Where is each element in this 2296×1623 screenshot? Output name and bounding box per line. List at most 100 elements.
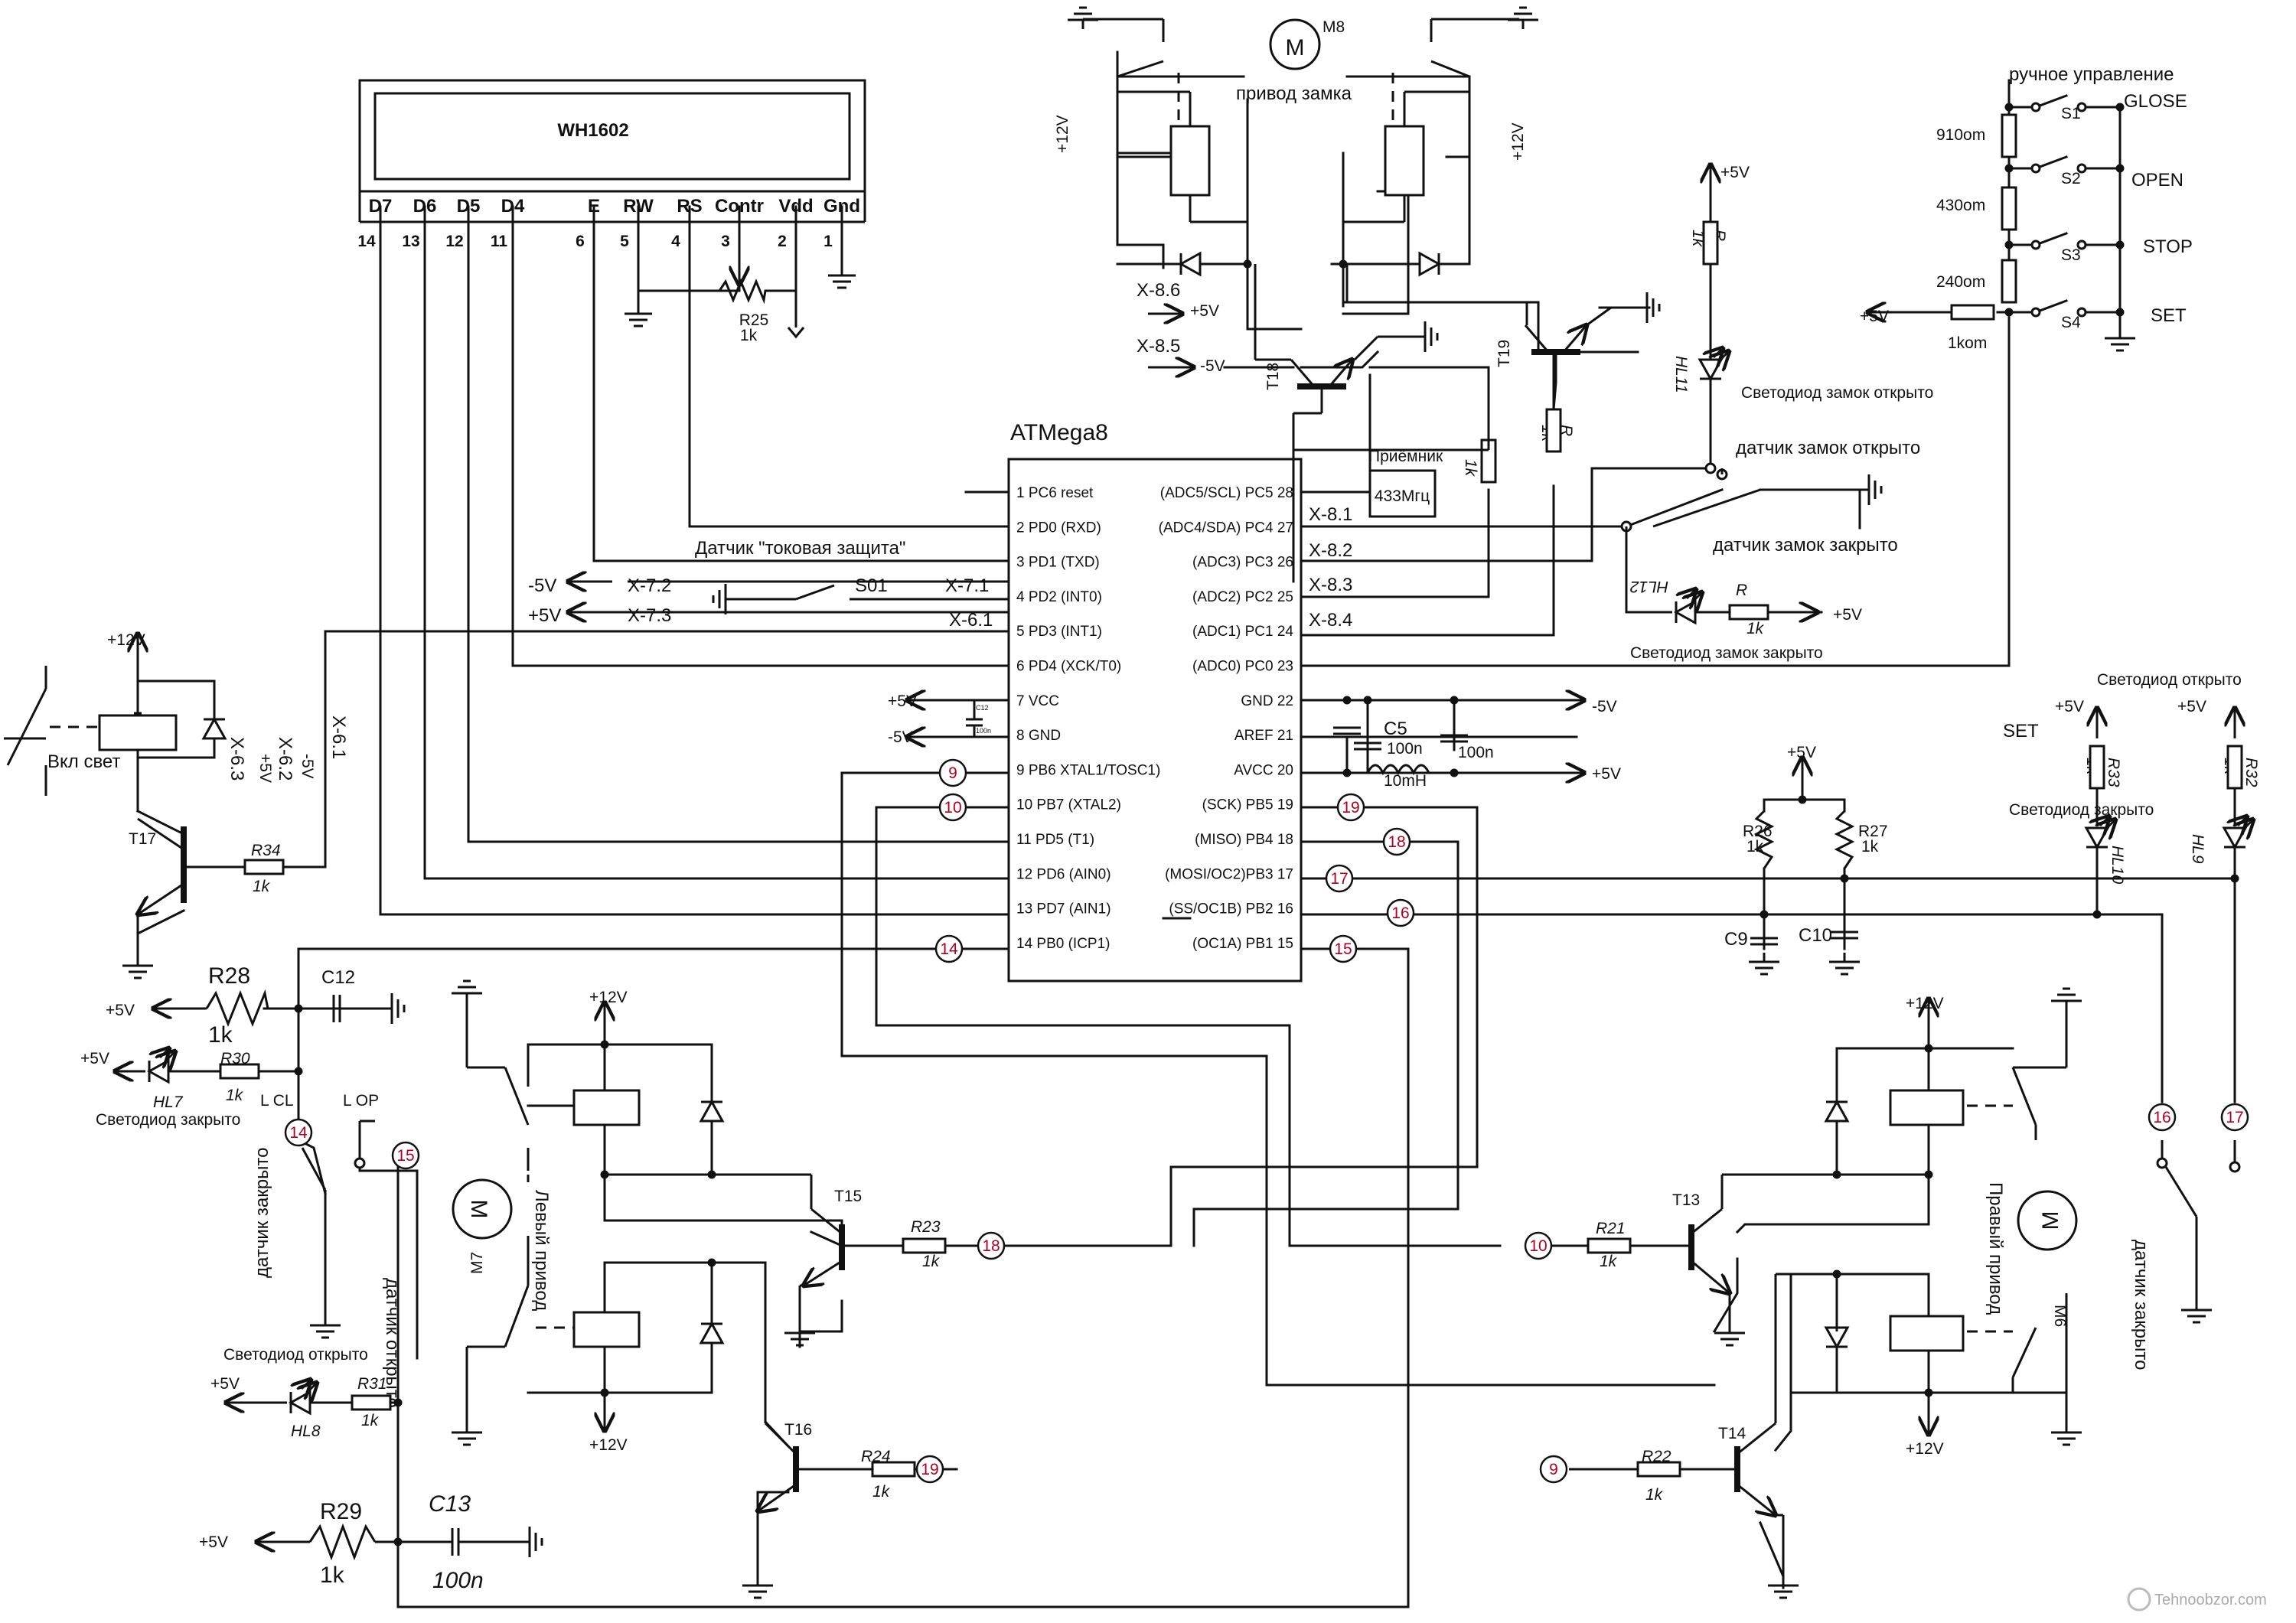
transistor-t19-collector xyxy=(1524,324,1550,353)
pot-r25: R25 1k xyxy=(625,260,856,344)
led-ray-icon xyxy=(308,1383,317,1392)
ground-icon xyxy=(1768,1576,1799,1599)
contact-point xyxy=(2156,1157,2168,1169)
junction-dot xyxy=(294,1067,303,1076)
switch-lock-closed-blade xyxy=(1652,488,1761,528)
mcu-right-pin-15: (OC1A) PB1 15 xyxy=(1192,936,1293,952)
label-r910-55: 910om xyxy=(1936,126,1985,144)
resistor-r30 xyxy=(219,1063,260,1080)
mcu-left-pin-9: 9 PB6 XTAL1/TOSC1) xyxy=(1016,762,1160,778)
receiver-433: Приёмник 433Мгц xyxy=(1368,448,1443,518)
label-k1-94: 1k xyxy=(226,1087,244,1104)
resistor-r24 xyxy=(871,1461,916,1478)
label-l10mh-45: 10mH xyxy=(1384,772,1427,790)
contact-point xyxy=(1704,462,1717,474)
ground-icon xyxy=(1749,953,1779,976)
ground-icon xyxy=(452,979,482,1002)
label-s3-52: S3 xyxy=(2061,246,2081,264)
lcd-pin-num-4: 4 xyxy=(671,233,680,250)
label-t19-9: T19 xyxy=(1495,340,1513,367)
label-plus5v-16: +5V xyxy=(1720,164,1750,181)
ground-icon xyxy=(1416,321,1439,352)
mcu-right-pin-24: (ADC1) PC1 24 xyxy=(1192,624,1293,640)
motor-m8-icon: M xyxy=(1269,18,1321,70)
label-sensor_closed-131: датчик закрыто xyxy=(2131,1240,2151,1370)
c12-small: C12 xyxy=(976,704,989,712)
node-marker-17 xyxy=(1325,864,1354,893)
node-label-10: 10 xyxy=(944,799,961,816)
lcd-wh1602: WH1602 D714D613D512D411E6RW5RS4Contr3Vdd… xyxy=(357,79,866,250)
relay-m8-right-icon xyxy=(1384,125,1425,197)
label-r30-93: R30 xyxy=(220,1050,250,1067)
switch-s4-contact xyxy=(2076,307,2087,318)
label-minus5v-40: -5V xyxy=(1592,698,1617,715)
label-hl10-76: HL10 xyxy=(2108,846,2126,885)
junction-dot xyxy=(1924,1044,1933,1053)
node-marker-9 xyxy=(938,758,967,787)
switch-s3-contact xyxy=(2030,240,2041,250)
c100n-small: 100n xyxy=(976,727,991,735)
label-r1kom-58: 1kom xyxy=(1948,334,1987,352)
junction-dot xyxy=(600,1040,609,1049)
transistor-t14-emitter xyxy=(1737,1483,1776,1515)
diode-m6-top-icon xyxy=(1824,1099,1850,1123)
lcd-pin-d7: D7 xyxy=(369,196,393,217)
label-k1-89: 1k xyxy=(208,1022,233,1048)
label-k1-107: 1k xyxy=(922,1253,941,1270)
label-r22-129: R22 xyxy=(1642,1448,1671,1465)
label-r24-109: R24 xyxy=(861,1448,891,1465)
ground-icon xyxy=(784,1324,815,1347)
label-plus5v-70: +5V xyxy=(2177,698,2206,715)
junction-dot xyxy=(1339,259,1348,269)
node-marker-9 xyxy=(1539,1455,1568,1484)
label-t17-85: T17 xyxy=(129,830,156,848)
junction-dot xyxy=(2115,164,2125,173)
label-x84-29: X-8.4 xyxy=(1309,610,1352,631)
mcu-right-pin-18: (MISO) PB4 18 xyxy=(1195,832,1293,848)
inductor-10mh xyxy=(1366,764,1430,776)
label-r240-57: 240om xyxy=(1936,273,1985,291)
mcu-left-pin-5: 5 PD3 (INT1) xyxy=(1016,624,1102,640)
mcu-left-pin-11: 11 PD5 (T1) xyxy=(1016,832,1094,848)
label-hl9-77: HL9 xyxy=(2189,834,2206,864)
node-marker-16 xyxy=(1386,898,1415,927)
led-ray-icon xyxy=(1687,589,1696,598)
label-k1-15: 1k xyxy=(1689,230,1707,248)
resistor-r-hl11 xyxy=(1702,220,1719,266)
node-label-19: 19 xyxy=(1342,799,1359,816)
r25-ref: R25 xyxy=(739,311,769,329)
label-k1-130: 1k xyxy=(1645,1486,1664,1504)
switch-s1-contact xyxy=(2076,102,2087,112)
node-marker-10 xyxy=(938,793,967,822)
lcd-name: WH1602 xyxy=(557,120,628,141)
contact-point xyxy=(354,1157,366,1169)
wires xyxy=(135,51,2236,1608)
lcd-pin-num-3: 3 xyxy=(721,233,730,250)
label-minus5v-31: -5V xyxy=(528,575,556,596)
transistor-t18-collector xyxy=(1290,359,1316,387)
label-r21-126: R21 xyxy=(1596,1220,1626,1237)
ground-icon xyxy=(712,584,735,614)
label-r23-106: R23 xyxy=(911,1218,941,1236)
label-m7_ref-102: M7 xyxy=(468,1252,486,1274)
label-hl8-115: HL8 xyxy=(291,1423,321,1440)
components: MMM xyxy=(4,6,2253,1599)
label-plus5v-82: +5V xyxy=(256,754,274,783)
label-s1-48: S1 xyxy=(2061,105,2081,122)
resistor-r26 xyxy=(1753,810,1775,869)
junction-dot xyxy=(1924,1170,1933,1179)
led-ray-icon xyxy=(302,1380,311,1389)
node-marker-16 xyxy=(2148,1103,2177,1132)
label-x72-32: X-7.2 xyxy=(628,575,671,596)
label-r32-73: R32 xyxy=(2242,758,2260,787)
m6-contact-top xyxy=(2011,1067,2037,1126)
watermark-logo-icon xyxy=(2127,1587,2151,1612)
label-x62-80: X-6.2 xyxy=(275,737,295,781)
junction-dot xyxy=(600,1170,609,1179)
label-r33-71: R33 xyxy=(2105,758,2122,787)
m8-contact-left-blade xyxy=(1117,60,1164,78)
resistor-r21 xyxy=(1587,1237,1632,1254)
